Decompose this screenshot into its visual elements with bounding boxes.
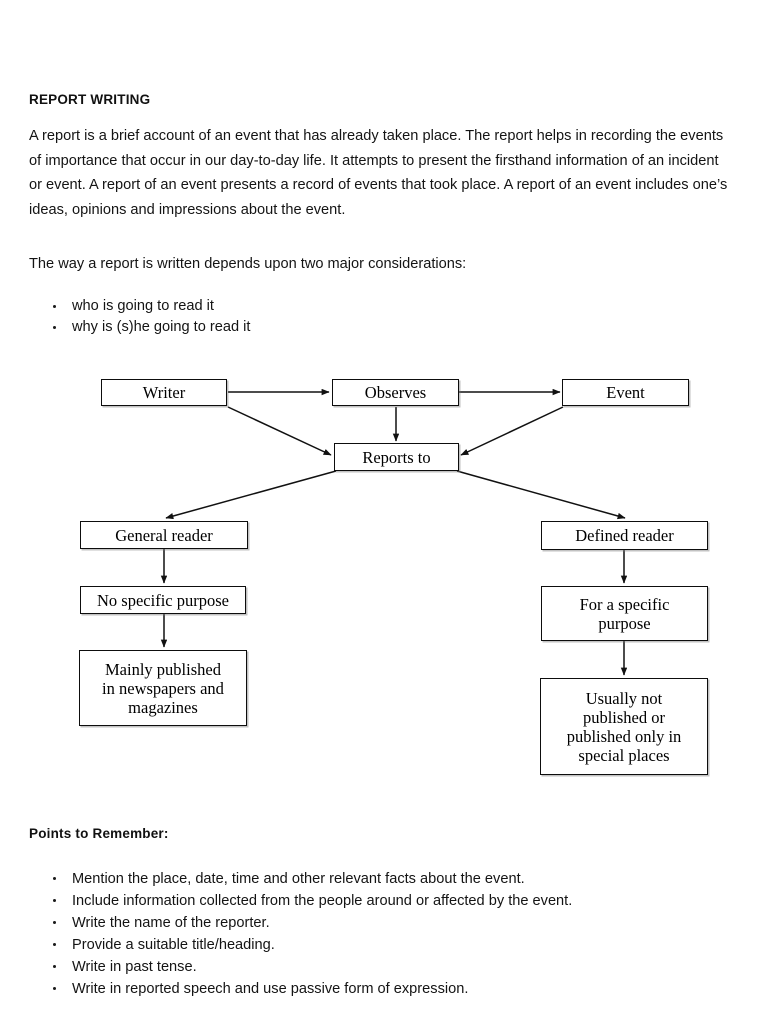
list-item: why is (s)he going to read it <box>44 317 250 338</box>
flow-node-writer: Writer <box>101 379 227 406</box>
list-item: Write in reported speech and use passive… <box>44 978 572 1000</box>
flow-node-label: Event <box>606 383 645 402</box>
flow-node-defined-reader: Defined reader <box>541 521 708 550</box>
list-item: Include information collected from the p… <box>44 890 572 912</box>
list-item: Provide a suitable title/heading. <box>44 934 572 956</box>
flow-node-label: Defined reader <box>575 526 674 545</box>
flow-node-reports-to: Reports to <box>334 443 459 471</box>
flow-node-label: Writer <box>142 383 186 402</box>
flow-node-no-specific-purpose: No specific purpose <box>80 586 246 614</box>
flow-node-general-reader: General reader <box>80 521 248 549</box>
considerations-lead: The way a report is written depends upon… <box>29 256 467 272</box>
intro-paragraph: A report is a brief account of an event … <box>29 128 728 218</box>
flow-node-label: General reader <box>115 525 213 545</box>
points-to-remember-list: Mention the place, date, time and other … <box>44 868 572 1000</box>
considerations-list: who is going to read it why is (s)he goi… <box>44 296 250 337</box>
flow-node-label: Reports to <box>362 447 431 467</box>
list-item: Write in past tense. <box>44 956 572 978</box>
list-item: who is going to read it <box>44 296 250 317</box>
flow-node-observes: Observes <box>332 379 459 406</box>
flow-node-label: Observes <box>364 383 427 402</box>
flow-node-event: Event <box>562 379 689 406</box>
list-item: Write the name of the reporter. <box>44 912 572 934</box>
list-item: Mention the place, date, time and other … <box>44 868 572 890</box>
points-to-remember-heading: Points to Remember: <box>29 826 169 841</box>
flow-node-label: No specific purpose <box>97 590 229 610</box>
page-title: REPORT WRITING <box>29 92 151 107</box>
